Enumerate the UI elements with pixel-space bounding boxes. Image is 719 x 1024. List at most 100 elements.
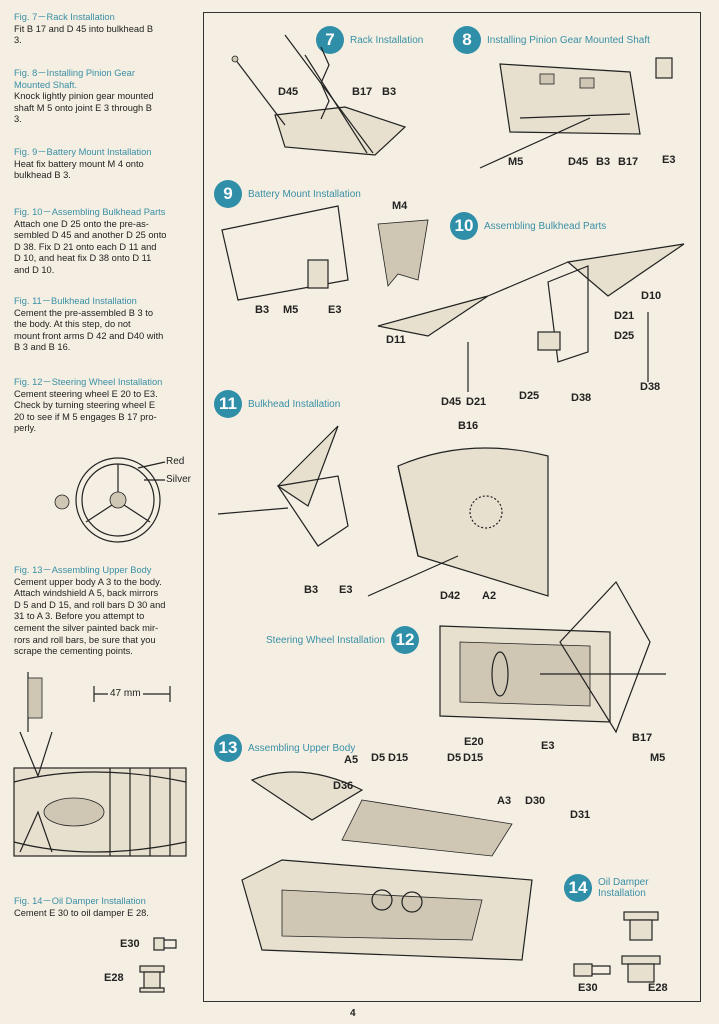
left-part-e30: E30 — [120, 938, 140, 950]
step-title: Battery Mount Installation — [248, 188, 361, 200]
part-label: D38 — [640, 381, 661, 393]
part-label: D10 — [641, 290, 662, 302]
step-number: 10 — [450, 212, 478, 240]
part-label: D11 — [386, 334, 406, 346]
battery-mount-diagram — [221, 205, 429, 301]
steering-wheel-diagram — [54, 457, 166, 543]
pinion-gear-diagram — [479, 57, 673, 169]
part-label: A2 — [482, 590, 497, 602]
part-label: E28 — [648, 982, 668, 994]
step-13-header: 13 Assembling Upper Body — [214, 734, 355, 762]
fig-title: Fig. 7－Rack Installation — [14, 12, 115, 22]
step-number: 14 — [564, 874, 592, 902]
fig-title: Fig. 9－Battery Mount Installation — [14, 147, 152, 157]
fig-body: Heat fix battery mount M 4 onto bulkhead… — [14, 158, 144, 181]
diagram-frame — [203, 12, 701, 1002]
upper-body-diagram — [241, 771, 533, 961]
fig-title: Fig. 13－Assembling Upper Body — [14, 565, 152, 575]
part-label: D5 — [371, 752, 386, 764]
fig10-text: Fig. 10－Assembling Bulkhead Parts Attach… — [14, 207, 196, 277]
fig-title: Fig. 12－Steering Wheel Installation — [14, 377, 163, 387]
part-label: D21 — [466, 396, 487, 408]
part-label: E3 — [662, 154, 676, 166]
step-title: Rack Installation — [350, 34, 424, 46]
fig9-text: Fig. 9－Battery Mount Installation Heat f… — [14, 147, 196, 182]
part-label: E20 — [464, 736, 484, 748]
fig-body: Knock lightly pinion gear mounted shaft … — [14, 91, 154, 125]
step-title: Steering Wheel Installation — [266, 634, 385, 646]
step-10-header: 10 Assembling Bulkhead Parts — [450, 212, 606, 240]
step-title: Installing Pinion Gear Mounted Shaft — [487, 34, 650, 46]
bulkhead-installation-diagram — [217, 425, 549, 597]
part-label: A5 — [344, 754, 359, 766]
rack-installation-diagram — [231, 34, 407, 156]
bulkhead-parts-diagram — [377, 243, 685, 392]
fig8-text: Fig. 8－Installing Pinion Gear Mounted Sh… — [14, 68, 196, 126]
fig-body: Attach one D 25 onto the pre-as- sembled… — [14, 218, 167, 275]
step-number: 8 — [453, 26, 481, 54]
fig-title: Fig. 8－Installing Pinion Gear Mounted Sh… — [14, 68, 135, 90]
fig-body: Cement upper body A 3 to the body. Attac… — [14, 576, 166, 657]
part-label: B3 — [382, 86, 397, 98]
part-label: D5 — [447, 752, 462, 764]
fig-title: Fig. 10－Assembling Bulkhead Parts — [14, 207, 166, 217]
part-label: B3 — [304, 584, 319, 596]
part-label: D25 — [519, 390, 540, 402]
part-label: M5 — [283, 304, 299, 316]
fig7-text: Fig. 7－Rack Installation Fit B 17 and D … — [14, 12, 196, 47]
part-label: D36 — [333, 780, 354, 792]
part-label: B17 — [618, 156, 639, 168]
step-12-header: 12 Steering Wheel Installation — [266, 626, 419, 654]
part-label: E3 — [328, 304, 342, 316]
measure-47mm: 47 mm — [108, 688, 143, 699]
step-number: 12 — [390, 626, 419, 654]
part-label: D15 — [388, 752, 409, 764]
fig12-text: Fig. 12－Steering Wheel Installation Ceme… — [14, 377, 196, 435]
part-label: D45 — [568, 156, 589, 168]
step-number: 11 — [214, 390, 242, 418]
part-label: M4 — [392, 200, 408, 212]
part-label: A3 — [497, 795, 512, 807]
wheel-label-silver: Silver — [166, 474, 192, 485]
page-number: 4 — [350, 1008, 356, 1019]
part-label: D21 — [614, 310, 635, 322]
fig-body: Cement steering wheel E 20 to E3. Check … — [14, 388, 158, 434]
e28-part-icon — [139, 965, 165, 993]
fig-body: Cement E 30 to oil damper E 28. — [14, 907, 149, 918]
part-label: E3 — [541, 740, 555, 752]
part-label: D15 — [463, 752, 484, 764]
part-label: B17 — [632, 732, 653, 744]
fig13-text: Fig. 13－Assembling Upper Body Cement upp… — [14, 565, 196, 658]
step-number: 7 — [316, 26, 344, 54]
step-8-header: 8 Installing Pinion Gear Mounted Shaft — [453, 26, 650, 54]
e30-part-icon — [153, 937, 177, 951]
fig-title: Fig. 11－Bulkhead Installation — [14, 296, 137, 306]
part-label: D45 — [278, 86, 299, 98]
step-title: Assembling Upper Body — [248, 742, 356, 754]
step-7-header: 7 Rack Installation — [316, 26, 423, 54]
left-part-e28: E28 — [104, 972, 124, 984]
part-label: D31 — [570, 809, 591, 821]
step-number: 9 — [214, 180, 242, 208]
rollbar-measure-diagram — [13, 672, 187, 857]
wheel-label-red: Red — [166, 456, 185, 467]
step-14-header: 14 Oil Damper Installation — [564, 874, 649, 902]
fig-body: Fit B 17 and D 45 into bulkhead B 3. — [14, 23, 154, 46]
part-label: D38 — [571, 392, 592, 404]
step-11-header: 11 Bulkhead Installation — [214, 390, 340, 418]
oil-damper-diagram — [573, 911, 661, 983]
fig-body: Cement the pre-assembled B 3 to the body… — [14, 307, 164, 353]
fig11-text: Fig. 11－Bulkhead Installation Cement the… — [14, 296, 196, 354]
part-label: D42 — [440, 590, 461, 602]
steering-wheel-install-diagram — [439, 580, 666, 734]
fig-title: Fig. 14－Oil Damper Installation — [14, 896, 146, 906]
part-label: D30 — [525, 795, 546, 807]
part-label: D45 — [441, 396, 462, 408]
part-label: E3 — [339, 584, 353, 596]
part-label: M5 — [508, 156, 524, 168]
step-title: Bulkhead Installation — [248, 398, 341, 410]
step-title: Assembling Bulkhead Parts — [484, 220, 607, 232]
part-label: B17 — [352, 86, 373, 98]
part-label: M5 — [650, 752, 666, 764]
part-label: D25 — [614, 330, 635, 342]
